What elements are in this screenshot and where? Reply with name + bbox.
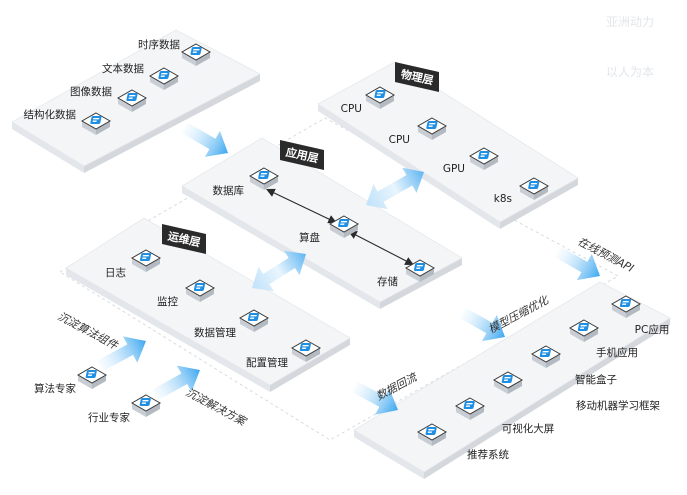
chip-icon [426,121,438,129]
expert-label: 算法专家 [34,382,76,395]
deployment-label: 可视化大屏 [502,422,555,435]
algorithm-expert-icon [85,370,97,378]
physical-label: CPU [341,103,362,115]
phone-icon [577,323,589,331]
deployment-label: 手机应用 [596,346,638,359]
application-node [404,259,436,282]
watermark-line1: 亚洲动力 [606,15,654,29]
physical-layer-tag: 物理层 [395,62,439,92]
expert-node [130,394,162,417]
share-icon [190,47,202,55]
ops-label: 监控 [157,295,178,308]
application-label: 算盘 [299,231,320,244]
ops-label: 日志 [105,266,126,279]
physical-label: CPU [389,134,410,146]
arrow-solutions [152,365,200,401]
physical-node [416,117,448,140]
compute-icon [338,219,350,227]
arrow-online-api [555,246,600,281]
deployment-node [416,423,448,446]
data-source-label: 图像数据 [70,85,112,98]
ops-label: 数据管理 [194,326,236,339]
data-source-node [80,112,112,135]
svg-text:物理层: 物理层 [400,67,435,88]
deployment-label: 推荐系统 [467,448,509,461]
data-source-label: 文本数据 [102,62,144,75]
gpu-icon [478,151,490,159]
application-node [328,215,360,238]
arrow-data-to-application [181,122,228,157]
connector-database-compute [266,188,337,224]
monitor-icon [193,283,206,291]
arrow-model-compress [460,307,505,342]
arrow-data-feedback [352,381,398,415]
application-label: 存储 [377,275,398,288]
deployment-label: 移动机器学习框架 [576,399,660,412]
config-icon [299,343,311,351]
ops-node [290,339,322,362]
ops-node [184,279,216,302]
deployment-node [568,319,600,342]
deployment-label: 智能盒子 [575,373,617,386]
deployment-node [610,295,642,318]
data-source-label: 结构化数据 [24,108,77,121]
data-source-label: 时序数据 [138,38,180,51]
data-source-node [148,67,180,90]
ops-node [238,309,270,332]
physical-label: k8s [494,193,512,205]
image-icon [126,93,138,101]
expert-node [76,366,108,389]
dashboard-icon [463,401,475,409]
ops-label: 配置管理 [246,356,288,369]
arrow-algorithm-components [97,336,146,372]
physical-node [364,86,396,109]
data-source-node [116,89,148,112]
deployment-node [492,371,524,394]
recommend-icon [425,427,437,435]
cluster-icon [528,181,540,189]
caption-algorithm-components: 沉淀算法组件 [55,310,120,353]
svg-text:应用层: 应用层 [285,145,320,166]
svg-text:运维层: 运维层 [167,229,202,250]
data-manage-icon [247,313,259,321]
ops-node [130,249,162,272]
storage-icon [413,263,426,271]
deployment-node [454,397,486,420]
box-icon [539,349,551,357]
arrow-application-physical [366,167,424,210]
application-layer-tag: 应用层 [280,140,324,170]
data-source-node [180,43,212,66]
database-icon [258,171,270,179]
expert-label: 行业专家 [88,411,130,424]
deployment-node [530,345,562,368]
application-label: 数据库 [213,184,245,197]
structure-icon [90,116,102,124]
ops-layer-tag: 运维层 [162,224,206,254]
physical-node [468,147,500,170]
physical-node [518,177,550,200]
chip-icon [374,90,386,98]
document-icon [158,71,170,79]
pc-icon [619,299,632,307]
deployment-label: PC应用 [635,323,670,336]
log-icon [139,253,152,261]
connector-compute-storage [348,230,414,266]
caption-solutions: 沉淀解决方案 [183,386,249,429]
watermark-line2: 以人为本 [606,65,654,79]
physical-label: GPU [443,163,465,175]
application-node [248,167,280,190]
arrow-ops-application [252,250,306,292]
industry-expert-icon [139,398,151,406]
ml-framework-icon [501,375,513,383]
